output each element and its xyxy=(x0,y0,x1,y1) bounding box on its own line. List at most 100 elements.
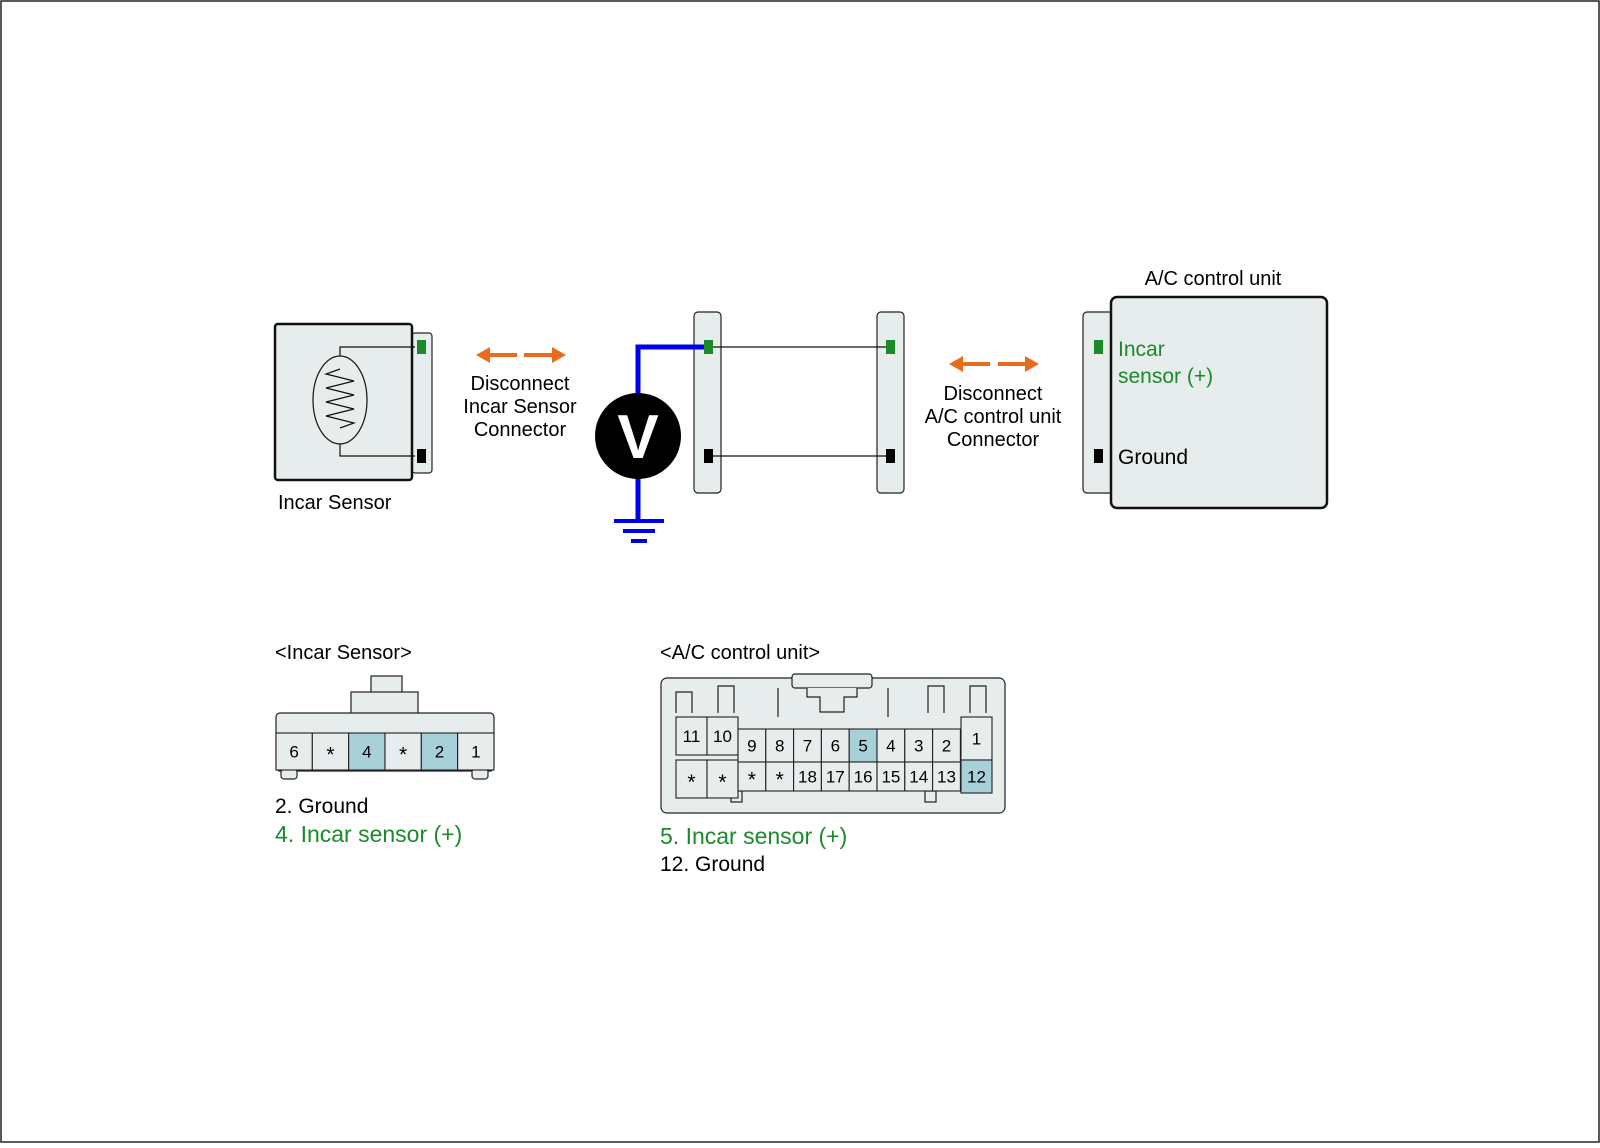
disconnect-incar-label-1: Disconnect xyxy=(471,373,570,395)
acu-pin-18: 18 xyxy=(793,761,822,792)
incar-sensor-pin-ground xyxy=(417,449,426,463)
incar-pin-4-label: 4 xyxy=(362,743,371,762)
acu-pin-15-label: 15 xyxy=(881,768,900,787)
incar-pin-blank-1-label: * xyxy=(326,744,334,767)
acu-pin-1: 1 xyxy=(960,716,993,761)
harness-right-pin-plus xyxy=(886,340,895,354)
acu-pin-blank-l1-label: * xyxy=(718,771,726,794)
incar-pin-4: 4 xyxy=(348,732,386,771)
disconnect-incar-label-3: Connector xyxy=(474,419,567,441)
voltmeter: V xyxy=(595,344,704,543)
harness-connector-right xyxy=(876,311,905,494)
acu-pin-1-label: 1 xyxy=(972,730,981,749)
incar-sensor: Incar Sensor xyxy=(273,322,433,514)
acu-pin-15: 15 xyxy=(876,761,906,792)
harness-right-pin-ground xyxy=(886,449,895,463)
acu-pin-blank-m1-label: * xyxy=(776,769,784,792)
acu-pin-13-label: 13 xyxy=(937,768,956,787)
acu-pin-16: 16 xyxy=(848,761,878,792)
incar-pin-1-label: 1 xyxy=(471,743,480,762)
incar-sensor-label: Incar Sensor xyxy=(278,492,392,514)
acu-pin-8: 8 xyxy=(765,728,795,763)
acu-pin-11: 11 xyxy=(675,716,708,756)
acu-legend-1: 5. Incar sensor (+) xyxy=(660,823,847,849)
acu-pin-blank-l0-label: * xyxy=(687,771,695,794)
acu-pin-14-label: 14 xyxy=(909,768,928,787)
incar-pin-blank-3: * xyxy=(384,732,422,771)
acu-pin-blank-m0: * xyxy=(737,761,767,792)
acu-pin-12-label: 12 xyxy=(967,768,986,787)
incar-pin-6-label: 6 xyxy=(289,743,298,762)
incar-pin-blank-3-label: * xyxy=(399,744,407,767)
acu-pin-ground-label: Ground xyxy=(1118,446,1188,469)
disconnect-incar-label-2: Incar Sensor xyxy=(463,396,577,418)
harness-connector-left xyxy=(693,311,722,494)
acu-pin-4: 4 xyxy=(876,728,906,763)
acu-pin-8-label: 8 xyxy=(775,737,784,756)
acu-title: A/C control unit xyxy=(1145,268,1282,290)
voltmeter-symbol: V xyxy=(617,403,658,472)
acu-pin-blank-m1: * xyxy=(765,761,795,792)
acu-connector-title: <A/C control unit> xyxy=(660,642,820,664)
acu-pin-plus-label-1: Incar xyxy=(1118,338,1165,361)
incar-pin-row: 6 * 4 * 2 1 xyxy=(275,732,495,771)
incar-sensor-pin-plus xyxy=(417,340,426,354)
sensor-wire-bottom xyxy=(339,444,415,457)
acu-pin-16-label: 16 xyxy=(854,768,873,787)
thermistor-resistor xyxy=(323,368,357,429)
disconnect-acu-label-1: Disconnect xyxy=(944,383,1043,405)
incar-legend-2: 4. Incar sensor (+) xyxy=(275,821,462,847)
sensor-wire-top xyxy=(339,346,415,356)
acu-pin-ground xyxy=(1094,449,1103,463)
acu-pin-4-label: 4 xyxy=(886,737,895,756)
incar-sensor-body xyxy=(273,322,414,482)
acu-pin-2-label: 2 xyxy=(942,737,951,756)
acu-pin-10-label: 10 xyxy=(713,727,732,746)
incar-pin-2: 2 xyxy=(420,732,459,771)
acu-pin-3-label: 3 xyxy=(914,737,923,756)
acu-connector-body xyxy=(1082,311,1114,494)
voltmeter-body xyxy=(595,393,681,479)
acu-pin-plus-label-2: sensor (+) xyxy=(1118,365,1213,388)
acu: A/C control unit Incar sensor (+) Ground xyxy=(1082,268,1329,510)
incar-pin-1: 1 xyxy=(457,732,495,771)
acu-legend-2: 12. Ground xyxy=(660,853,765,876)
acu-pin-17: 17 xyxy=(820,761,850,792)
acu-pin-12: 12 xyxy=(960,759,993,794)
incar-legend-1: 2. Ground xyxy=(275,795,368,818)
acu-pin-2: 2 xyxy=(932,728,961,763)
disconnect-incar-arrows xyxy=(476,347,566,363)
acu-pin-11-label: 11 xyxy=(683,727,701,746)
incar-connector-view: <Incar Sensor> 6 * 4 * 2 1 2. Ground 4. Incar… xyxy=(275,642,495,847)
incar-pin-blank-1: * xyxy=(311,732,350,771)
voltmeter-lead xyxy=(635,344,704,400)
acu-pin-blank-m0-label: * xyxy=(748,769,756,792)
acu-pin-3: 3 xyxy=(904,728,934,763)
incar-pin-2-label: 2 xyxy=(435,743,444,762)
acu-pin-6-label: 6 xyxy=(831,737,840,756)
acu-body xyxy=(1109,295,1329,510)
harness-left-pin-ground xyxy=(704,449,713,463)
disconnect-acu-label-2: A/C control unit xyxy=(925,406,1062,428)
acu-pin-14: 14 xyxy=(904,761,934,792)
acu-pin-blank-l0: * xyxy=(675,759,708,799)
acu-pin-18-label: 18 xyxy=(798,768,817,787)
acu-pin-5: 5 xyxy=(848,728,878,763)
acu-pin-7-label: 7 xyxy=(803,737,812,756)
harness-left-pin-plus xyxy=(704,340,713,354)
acu-pin-9: 9 xyxy=(737,728,767,763)
ground-icon xyxy=(614,519,664,543)
acu-pin-blank-l1: * xyxy=(706,759,739,799)
incar-connector-title: <Incar Sensor> xyxy=(275,642,412,664)
incar-pin-6: 6 xyxy=(275,732,313,771)
acu-pin-17-label: 17 xyxy=(826,768,845,787)
acu-pin-13: 13 xyxy=(932,761,961,792)
acu-pin-plus xyxy=(1094,340,1103,354)
acu-pin-10: 10 xyxy=(706,716,739,756)
disconnect-acu-label-3: Connector xyxy=(947,429,1040,451)
acu-pin-5-label: 5 xyxy=(858,737,867,756)
